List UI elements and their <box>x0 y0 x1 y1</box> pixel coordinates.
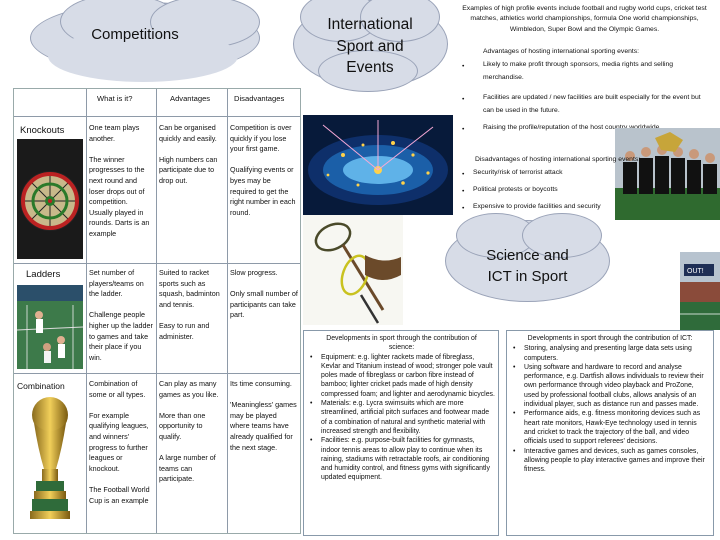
row-label-ladders: Ladders <box>26 269 61 280</box>
disadv-item-1: Security/risk of terrorist attack <box>473 169 563 176</box>
competitions-title: Competitions <box>91 26 179 43</box>
disadv-item-3: Expensive to provide facilities and secu… <box>473 203 601 210</box>
combination-advantages: Can play as many games as you like. More… <box>159 379 219 484</box>
combination-disadvantages: Its time consuming. 'Meaningless' games … <box>230 379 297 452</box>
rackets-photo <box>303 215 403 325</box>
row-label-combination: Combination <box>17 381 65 391</box>
disadv-item-2: Political protests or boycotts <box>473 186 558 193</box>
header-what: What is it? <box>97 94 133 103</box>
adv-item-1: Likely to make profit through sponsors, … <box>483 61 674 81</box>
ladders-advantages: Suited to racket sports such as squash, … <box>159 268 220 341</box>
ict-item-2: Using software and hardware to record an… <box>511 363 709 409</box>
examples-text: Examples of high profile events include … <box>462 5 707 33</box>
ict-item-4: Interactive games and devices, such as g… <box>511 447 709 475</box>
badminton-photo <box>17 285 83 369</box>
science-box-list: Equipment: e.g. lighter rackets made of … <box>308 353 495 483</box>
ict-box-list: Storing, analysing and presenting large … <box>511 344 709 474</box>
knockouts-advantages: Can be organised quickly and easily. Hig… <box>159 123 218 185</box>
disadvantages-heading: Disadvantages of hosting international s… <box>475 156 641 163</box>
adv-item-2: Facilities are updated / new facilities … <box>483 94 701 114</box>
ict-box: Developments in sport through the contri… <box>506 330 714 536</box>
science-box: Developments in sport through the contri… <box>303 330 499 536</box>
rugby-team-photo <box>615 128 720 220</box>
darts-photo <box>17 139 83 259</box>
science-title: Science and ICT in Sport <box>486 247 569 285</box>
wimbledon-photo: OUT! <box>680 252 720 330</box>
ict-box-heading: Developments in sport through the contri… <box>527 335 693 342</box>
world-cup-trophy-photo <box>20 389 80 529</box>
knockouts-what: One team plays another. The winner progr… <box>89 123 150 238</box>
science-box-heading: Developments in sport through the contri… <box>326 335 477 352</box>
ict-item-1: Storing, analysing and presenting large … <box>511 344 709 363</box>
international-title: International Sport and Events <box>327 16 413 76</box>
science-item-1: Equipment: e.g. lighter rackets made of … <box>308 353 495 399</box>
combination-what: Combination of some or all types. For ex… <box>89 379 150 505</box>
header-disadvantages: Disadvantages <box>234 94 285 103</box>
ict-item-3: Performance aids, e.g. fitness monitorin… <box>511 409 709 446</box>
science-item-3: Facilities: e.g. purpose-built facilitie… <box>308 436 495 482</box>
science-item-2: Materials: e.g. Lycra swimsuits which ar… <box>308 399 495 436</box>
advantages-heading: Advantages of hosting international spor… <box>483 48 640 55</box>
svg-text:OUT!: OUT! <box>687 268 704 275</box>
row-label-knockouts: Knockouts <box>20 125 65 136</box>
competitions-table: What is it? Advantages Disadvantages Kno… <box>13 88 301 534</box>
header-advantages: Advantages <box>170 94 211 103</box>
ladders-disadvantages: Slow progress. Only small number of part… <box>230 268 298 320</box>
adv-item-3: Raising the profile/reputation of the ho… <box>483 124 662 131</box>
knockouts-disadvantages: Competition is over quickly if you lose … <box>230 123 296 217</box>
olympic-stadium-photo <box>303 115 453 215</box>
ladders-what: Set number of players/teams on the ladde… <box>89 268 153 362</box>
